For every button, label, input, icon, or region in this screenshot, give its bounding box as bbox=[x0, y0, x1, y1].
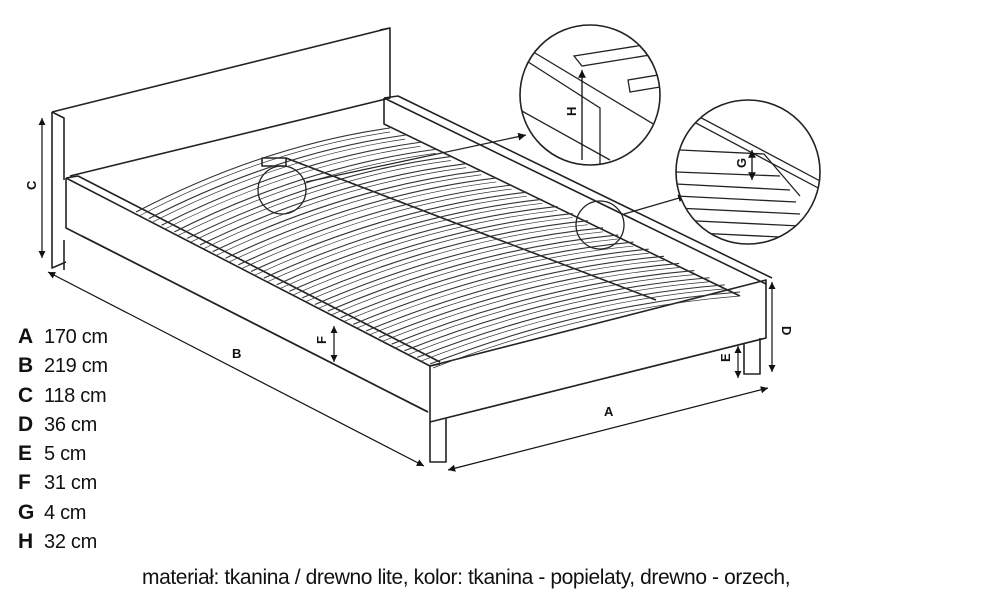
dimension-row-g: G 4 cm bbox=[18, 498, 108, 527]
slat bbox=[135, 127, 391, 213]
bed-slats bbox=[135, 127, 741, 369]
slat-edge bbox=[138, 131, 391, 217]
dimension-row-e: E 5 cm bbox=[18, 439, 108, 468]
slat-edge bbox=[177, 153, 436, 237]
dimension-value: 219 cm bbox=[44, 355, 108, 378]
slat bbox=[212, 170, 482, 253]
slat bbox=[238, 184, 512, 266]
dimension-value: 4 cm bbox=[44, 501, 87, 524]
dimension-key: H bbox=[18, 530, 34, 554]
slat bbox=[148, 134, 406, 220]
dimension-key: B bbox=[18, 354, 34, 378]
dimension-row-f: F 31 cm bbox=[18, 468, 108, 497]
slat bbox=[225, 177, 497, 259]
dimension-row-d: D 36 cm bbox=[18, 410, 108, 439]
material-description: materiał: tkanina / drewno lite, kolor: … bbox=[142, 566, 791, 589]
slat-edge bbox=[432, 295, 741, 369]
label-c: C bbox=[24, 180, 39, 190]
slat-edge bbox=[266, 202, 543, 283]
dimension-lines bbox=[38, 118, 776, 472]
slat bbox=[417, 284, 725, 358]
slat-edge bbox=[151, 138, 406, 223]
dimension-value: 170 cm bbox=[44, 326, 108, 348]
slat bbox=[404, 277, 710, 352]
dimension-list: A 170 cm B 219 cm C 118 cm D 36 cm E 5 cm F 31… bbox=[18, 322, 108, 556]
slat-edge bbox=[228, 181, 497, 263]
dimension-row-b: B 219 cm bbox=[18, 351, 108, 380]
slat-edge bbox=[407, 281, 710, 356]
slat-edge bbox=[420, 288, 725, 362]
label-d: D bbox=[779, 326, 794, 335]
detail-zoom-h bbox=[519, 24, 661, 166]
footboard bbox=[429, 279, 767, 423]
slat-edge bbox=[215, 174, 482, 256]
label-e: E bbox=[718, 353, 733, 362]
dimension-value: 32 cm bbox=[44, 531, 97, 554]
slat-edge bbox=[189, 160, 451, 243]
dimension-row-c: C 118 cm bbox=[18, 381, 108, 410]
dimension-value: 31 cm bbox=[44, 472, 97, 495]
slat-edge bbox=[253, 195, 527, 276]
dimension-value: 5 cm bbox=[44, 443, 87, 466]
dimension-key: E bbox=[18, 442, 33, 466]
right-side-rail bbox=[383, 95, 773, 297]
slat-edge bbox=[202, 167, 467, 250]
slat bbox=[429, 291, 741, 365]
slat-edge bbox=[394, 274, 695, 349]
slat bbox=[161, 141, 421, 226]
dimension-key: G bbox=[18, 500, 35, 524]
slat bbox=[391, 270, 695, 345]
slat-edge bbox=[164, 145, 421, 230]
dimension-value: 36 cm bbox=[44, 413, 97, 436]
dimension-key: A bbox=[18, 325, 34, 348]
bed-legs bbox=[429, 338, 761, 463]
dimension-value: 118 cm bbox=[44, 384, 107, 407]
headboard bbox=[51, 27, 391, 270]
dimension-key: D bbox=[18, 412, 34, 436]
label-g: G bbox=[734, 158, 749, 168]
dimension-key: F bbox=[18, 471, 31, 495]
slat bbox=[250, 191, 528, 272]
dimension-row-a: A 170 cm bbox=[18, 322, 108, 351]
dimension-row-h: H 32 cm bbox=[18, 527, 108, 556]
slat bbox=[199, 163, 467, 246]
slat-edge bbox=[241, 188, 512, 270]
label-b: B bbox=[232, 346, 241, 361]
label-h: H bbox=[564, 107, 579, 116]
slat bbox=[276, 205, 558, 286]
label-a: A bbox=[604, 404, 614, 419]
slat bbox=[174, 148, 436, 233]
detail-zoom-g bbox=[675, 99, 821, 245]
slat bbox=[263, 198, 543, 279]
slat bbox=[186, 155, 451, 239]
dimension-key: C bbox=[18, 383, 34, 407]
detail-markers bbox=[257, 132, 687, 250]
label-f: F bbox=[314, 336, 329, 344]
